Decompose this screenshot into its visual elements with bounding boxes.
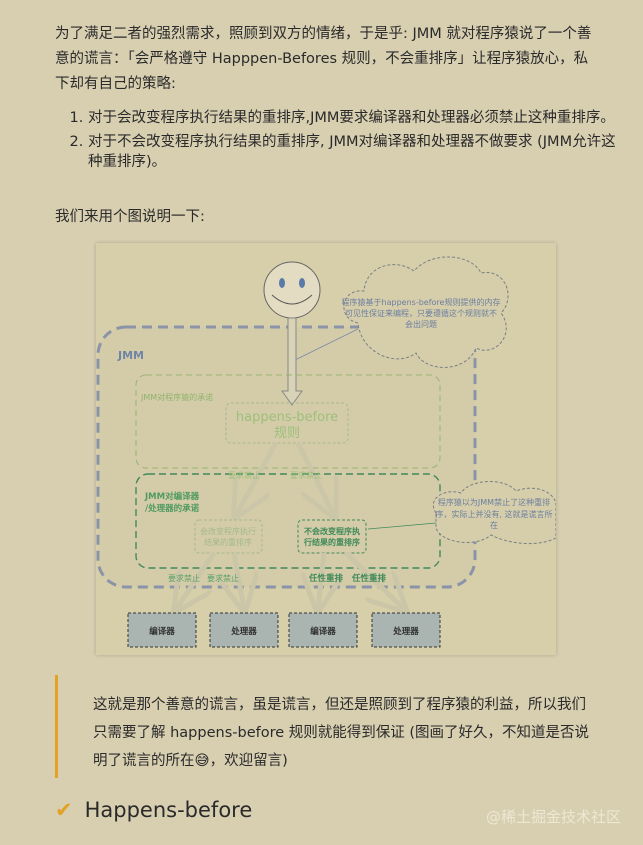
check-icon: ✔ (55, 798, 73, 822)
svg-text:编译器: 编译器 (310, 626, 336, 637)
watermark: @稀土掘金技术社区 (485, 808, 621, 826)
svg-text:任性重排: 任性重排 (308, 573, 344, 584)
jmm-diagram: JMM 程序猿基于happens-before规则提供的内存 可见性保证来编程，… (96, 243, 557, 655)
svg-text:要求禁止: 要求禁止 (207, 573, 239, 583)
hb-rule-title: happens-before (236, 410, 338, 425)
svg-text:结果的重排序: 结果的重排序 (204, 537, 252, 547)
intro-paragraph: 为了满足二者的强烈需求，照顾到双方的情绪，于是乎: JMM 就对程序猿说了一个善… (55, 26, 592, 92)
jmm-box (96, 325, 477, 589)
svg-text:规则: 规则 (274, 426, 300, 441)
svg-text:JMM对程序猿的承诺: JMM对程序猿的承诺 (140, 392, 213, 402)
list-item: 对于不会改变程序执行结果的重排序, JMM对编译器和处理器不做要求 (JMM允许… (88, 132, 628, 172)
heading-text: Happens-before (84, 798, 253, 822)
blockquote: 这就是那个善意的谎言，虽是谎言，但还是照顾到了程序猿的利益，所以我们只需要了解 … (55, 675, 598, 778)
svg-text:任性重排: 任性重排 (351, 573, 387, 584)
lead-paragraph: 我们来用个图说明一下: (55, 209, 205, 225)
cloud-small: 程序猿以为JMM禁止了这种重排 序，实际上并没有, 这就是谎言所 在 (433, 481, 557, 544)
svg-text:/处理器的承诺: /处理器的承诺 (145, 503, 200, 514)
svg-text:要求禁止: 要求禁止 (168, 573, 200, 583)
jmm-label: JMM (117, 349, 144, 362)
svg-text:程序猿基于happens-before规则提供的内存: 程序猿基于happens-before规则提供的内存 (342, 297, 501, 307)
svg-text:处理器: 处理器 (392, 626, 419, 637)
svg-text:要求禁止: 要求禁止 (290, 470, 322, 480)
svg-text:不会改变程序执: 不会改变程序执 (304, 526, 360, 536)
rules-list: 对于会改变程序执行结果的重排序,JMM要求编译器和处理器必须禁止这种重排序。 对… (55, 108, 628, 176)
list-item: 对于会改变程序执行结果的重排序,JMM要求编译器和处理器必须禁止这种重排序。 (88, 108, 628, 128)
svg-text:要求禁止: 要求禁止 (228, 470, 260, 480)
svg-text:会出问题: 会出问题 (405, 319, 437, 329)
svg-text:可见性保证来编程，只要遵循这个规则就不: 可见性保证来编程，只要遵循这个规则就不 (345, 308, 497, 318)
svg-text:会改变程序执行: 会改变程序执行 (200, 526, 256, 536)
section-heading: ✔ Happens-before (55, 798, 252, 822)
svg-text:在: 在 (490, 520, 498, 530)
svg-text:序，实际上并没有, 这就是谎言所: 序，实际上并没有, 这就是谎言所 (435, 509, 552, 519)
svg-text:程序猿以为JMM禁止了这种重排: 程序猿以为JMM禁止了这种重排 (438, 497, 550, 507)
svg-text:编译器: 编译器 (149, 626, 175, 637)
quote-text: 这就是那个善意的谎言，虽是谎言，但还是照顾到了程序猿的利益，所以我们只需要了解 … (93, 697, 590, 769)
svg-text:处理器: 处理器 (230, 626, 257, 637)
svg-text:行结果的重排序: 行结果的重排序 (303, 537, 360, 547)
svg-text:JMM对编译器: JMM对编译器 (144, 491, 200, 502)
cloud-top: 程序猿基于happens-before规则提供的内存 可见性保证来编程，只要遵循… (342, 256, 509, 368)
smiley-icon (263, 261, 321, 319)
